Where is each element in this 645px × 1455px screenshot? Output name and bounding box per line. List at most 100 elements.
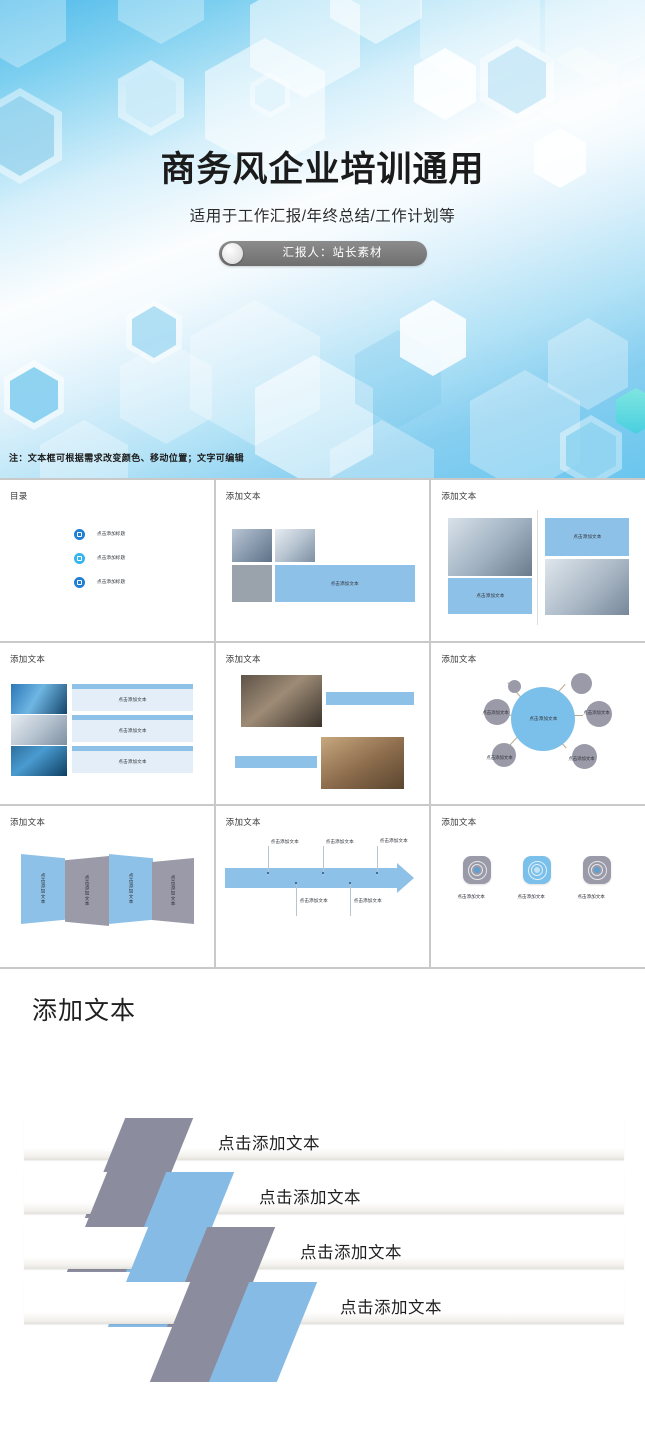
slide-title: 添加文本 [10,654,46,664]
photo-placeholder [274,529,315,562]
tick-dot [375,872,378,874]
slide-thumb-radial[interactable]: 添加文本 点击添加文本 点击添加文本 点击添加文本 点击添加文本 [431,643,645,804]
text-placeholder-box[interactable]: 点击添加文本 [545,518,630,556]
square-in-circle-icon [74,552,85,564]
icon-caption: 点击添加文本 [577,894,605,899]
target-rings-icon[interactable] [523,856,552,884]
accordion-panel[interactable]: 点击添加文本 [65,856,109,926]
photo-placeholder [11,715,67,745]
node-circle[interactable] [492,743,517,767]
node-label: 点击添加文本 [583,710,610,715]
node-circle[interactable] [586,701,613,727]
hexagon-background-pattern [0,0,645,478]
timeline-label: 点击添加文本 [270,839,299,844]
tick-dot [266,872,269,874]
bottom-slide: 添加文本 点击添加文本 点击添加文本 点击添加文本 点击添加文本 [0,969,645,1449]
list-item-label: 点击添加标题 [97,579,126,584]
target-rings-icon[interactable] [463,856,492,884]
text-placeholder-label: 点击添加文本 [573,534,602,539]
square-in-circle-icon [74,576,85,588]
tick-dot [294,882,297,884]
bar-accent [72,746,193,751]
accordion-panel-label: 点击添加文本 [85,875,90,907]
pill-knob-icon [221,242,243,264]
node-circle[interactable] [572,744,598,769]
slide-title: 添加文本 [10,817,46,827]
node-label: 点击添加文本 [568,756,595,761]
accordion-panel-label: 点击添加文本 [171,875,176,907]
hub-circle[interactable]: 点击添加文本 [511,687,576,751]
presenter-label: 汇报人：站长素材 [282,246,383,259]
slide-title: 目录 [10,491,28,501]
text-placeholder-label: 点击添加文本 [118,759,147,764]
photo-placeholder [231,565,272,602]
timeline-label: 点击添加文本 [299,898,328,903]
text-placeholder-box[interactable] [325,692,414,705]
photo-placeholder [448,518,533,576]
slide-thumb-photo-trio[interactable]: 添加文本 点击添加文本 [215,480,430,641]
square-in-circle-icon [74,528,85,540]
accordion-panel[interactable]: 点击添加文本 [152,858,194,924]
editor-note: 注：文本框可根据需求改变颜色、移动位置；文字可编辑 [9,453,245,463]
node-label: 点击添加文本 [486,755,513,760]
slide-thumbnail-grid-wrapper: 目录 点击添加标题 点击添加标题 点击添加标题 添加文本 [0,478,645,969]
icon-caption: 点击添加文本 [457,894,485,899]
accordion-panel-label: 点击添加文本 [129,873,134,905]
slide-thumb-two-column[interactable]: 添加文本 点击添加文本 点击添加文本 [431,480,645,641]
cascade-diagram: 点击添加文本 点击添加文本 点击添加文本 点击添加文本 [0,1118,645,1424]
timeline-label: 点击添加文本 [325,839,354,844]
slide-thumb-toc[interactable]: 目录 点击添加标题 点击添加标题 点击添加标题 [0,480,214,641]
hub-label: 点击添加文本 [529,716,558,721]
toc-list: 点击添加标题 点击添加标题 点击添加标题 [74,528,125,600]
photo-placeholder [11,746,67,776]
photo-placeholder [11,684,67,714]
text-placeholder-box[interactable]: 点击添加文本 [448,578,533,614]
list-item[interactable]: 点击添加标题 [74,576,125,588]
slide-thumb-zigzag[interactable]: 添加文本 [215,643,430,804]
slide-thumb-round-icons[interactable]: 添加文本 点击添加文本 点击添加文本 点击添加文本 [431,806,645,967]
text-placeholder-box[interactable] [234,756,317,768]
text-placeholder-box[interactable]: 点击添加文本 [72,689,193,711]
slide-title: 添加文本 [441,817,477,827]
node-circle[interactable] [484,699,511,725]
bar-accent [72,715,193,720]
accordion-panel[interactable]: 点击添加文本 [21,854,65,924]
slide-thumb-accordion[interactable]: 添加文本 点击添加文本 点击添加文本 点击添加文本 点击添加文本 [0,806,214,967]
band-label: 点击添加文本 [259,1189,361,1207]
slide-title: 添加文本 [441,654,477,664]
timeline-label: 点击添加文本 [379,838,408,843]
text-placeholder-box[interactable]: 点击添加文本 [72,720,193,742]
timeline-label: 点击添加文本 [353,898,382,903]
text-placeholder-label: 点击添加文本 [476,593,505,598]
radial-diagram: 点击添加文本 点击添加文本 点击添加文本 点击添加文本 点击添加文本 [431,643,645,804]
list-item-label: 点击添加标题 [97,555,126,560]
text-placeholder-label: 点击添加文本 [330,580,359,586]
accordion-panel[interactable]: 点击添加文本 [109,854,153,924]
presenter-pill[interactable]: 汇报人：站长素材 [218,240,427,266]
text-placeholder-label: 点击添加文本 [118,728,147,733]
slide-thumb-arrow-timeline[interactable]: 添加文本 点击添加文本 点击添加文本 点击添加文本 点击添加文本 点击添加文本 [215,806,430,967]
node-circle[interactable] [508,680,522,693]
tick-dot [348,882,351,884]
slide-thumb-photo-list[interactable]: 添加文本 点击添加文本 点击添加文本 点击添加文本 [0,643,214,804]
list-item[interactable]: 点击添加标题 [74,552,125,564]
band-label: 点击添加文本 [300,1244,402,1262]
bottom-slide-title: 添加文本 [32,997,137,1025]
text-placeholder-label: 点击添加文本 [118,697,147,702]
text-placeholder-box[interactable]: 点击添加文本 [274,565,415,602]
text-placeholder-box[interactable]: 点击添加文本 [72,751,193,773]
slide-title: 添加文本 [225,654,261,664]
band-row [24,1282,624,1324]
tick-line [295,884,297,916]
target-rings-icon[interactable] [583,856,612,884]
list-item[interactable]: 点击添加标题 [74,528,125,540]
accent-hexagon [616,388,645,434]
accordion-panel-label: 点击添加文本 [41,873,46,905]
tick-line [349,884,351,916]
slide-thumbnail-grid: 目录 点击添加标题 点击添加标题 点击添加标题 添加文本 [0,480,645,967]
node-circle[interactable] [571,673,593,694]
tick-line [267,846,269,876]
arrow-shape [224,868,397,888]
slide-title: 添加文本 [225,491,261,501]
